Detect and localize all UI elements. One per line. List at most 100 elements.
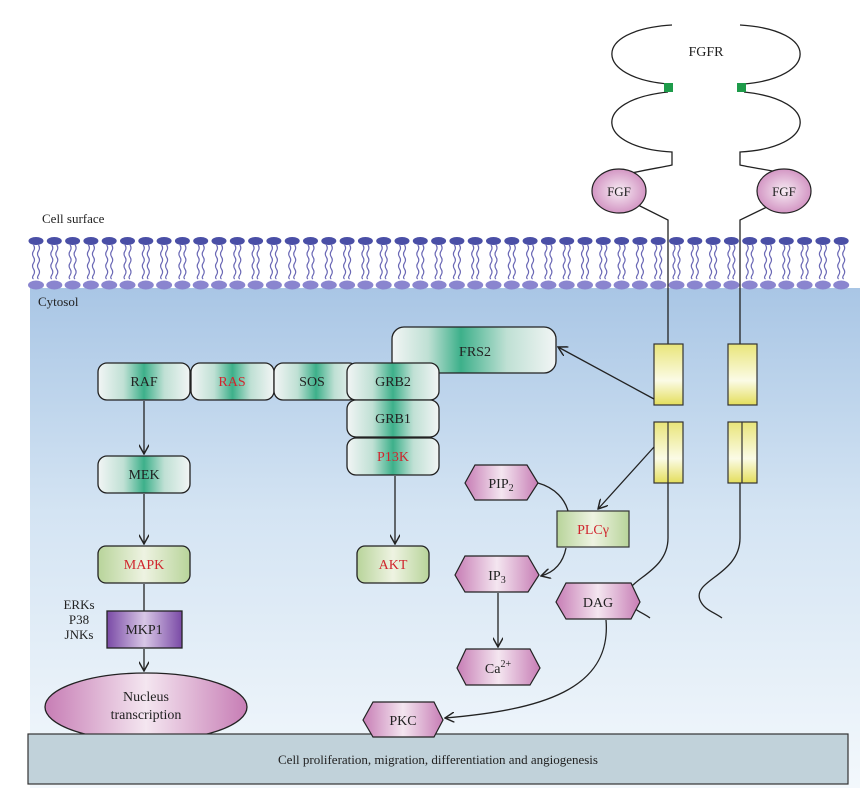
phospholipid: [814, 237, 831, 290]
pi3k-node: [346, 437, 440, 476]
mek-node: [97, 455, 191, 494]
ras-label: RAS: [218, 375, 245, 390]
fgfr-kinase-domains: [653, 343, 758, 484]
phospholipid: [631, 237, 648, 290]
phospholipid: [448, 237, 465, 290]
dag-label: DAG: [583, 596, 613, 611]
phospholipid: [595, 237, 612, 290]
grb1-label: GRB1: [375, 412, 411, 427]
fgfr-label: FGFR: [688, 45, 724, 60]
edge-plcg-ip3: [541, 547, 567, 576]
phospholipid: [302, 237, 319, 290]
phospholipid: [46, 237, 63, 290]
outcome-bar: [27, 733, 849, 785]
phospholipid: [503, 237, 520, 290]
kinase-domain-box: [653, 343, 684, 406]
pkc-label: PKC: [389, 714, 416, 729]
frs2-node: [391, 326, 557, 374]
phospholipid: [650, 237, 667, 290]
phospholipid: [137, 237, 154, 290]
pkc-node: [362, 701, 444, 738]
pip2-label: PIP2: [488, 477, 513, 494]
outcome-label: Cell proliferation, migration, different…: [278, 752, 598, 767]
frs2-label: FRS2: [459, 345, 491, 360]
phospholipid: [705, 237, 722, 290]
pathway-edges: [144, 347, 655, 718]
phospholipid: [375, 237, 392, 290]
phospholipid: [613, 237, 630, 290]
phospholipid: [686, 237, 703, 290]
phospholipid: [119, 237, 136, 290]
phospholipid: [668, 237, 685, 290]
fgf-ligand-right-label: FGF: [772, 184, 796, 199]
fgf-ligand-left: [591, 168, 647, 214]
green-marker-icon: [664, 83, 673, 92]
edge-pip2-plcg: [537, 482, 569, 512]
phospholipid: [247, 237, 264, 290]
phospholipid: [485, 237, 502, 290]
raf-label: RAF: [130, 375, 157, 390]
mapk-family-p38: P38: [69, 612, 89, 627]
phospholipid: [82, 237, 99, 290]
plcg-node: [556, 510, 630, 548]
grb1-node: [346, 399, 440, 438]
mapk-label: MAPK: [124, 558, 164, 573]
nucleus-label-line2: transcription: [111, 708, 182, 723]
cell-membrane: [28, 237, 850, 290]
phospholipid: [760, 237, 776, 290]
edge-fgfr-plcg: [598, 446, 655, 509]
green-marker-icon: [737, 83, 746, 92]
phospholipid: [412, 237, 429, 290]
phospholipid: [522, 237, 539, 290]
ca-node: [456, 648, 541, 686]
mek-label: MEK: [128, 468, 159, 483]
phospholipid: [577, 237, 593, 290]
fgf-ligand-left-label: FGF: [607, 184, 631, 199]
edge-dag-pkc: [445, 619, 607, 718]
mapk-family-erks: ERKs: [63, 597, 94, 612]
mapk-family-jnks: JNKs: [65, 627, 94, 642]
fgfr-receptor: [611, 24, 801, 619]
ip3-node: [454, 555, 540, 593]
raf-node: [97, 362, 191, 401]
phospholipid: [778, 237, 795, 290]
phospholipid: [339, 237, 356, 290]
phospholipid: [723, 237, 740, 290]
cell-surface-label: Cell surface: [42, 211, 105, 226]
phospholipid: [796, 237, 813, 290]
ca-label: Ca2+: [485, 659, 512, 677]
ip3-label: IP3: [488, 569, 505, 586]
phospholipid: [265, 237, 282, 290]
phospholipid: [156, 237, 173, 290]
phospholipid: [430, 237, 447, 290]
phospholipid: [174, 237, 191, 290]
mkp1-label: MKP1: [125, 623, 162, 638]
fgf-ligand-right: [756, 168, 812, 214]
phospholipid: [192, 237, 209, 290]
nucleus-node: [44, 672, 248, 742]
phospholipid: [467, 237, 484, 290]
nucleus-label-line1: Nucleus: [123, 690, 169, 705]
phospholipid: [357, 237, 374, 290]
sos-label: SOS: [299, 375, 325, 390]
mapk-node: [97, 545, 191, 584]
phospholipid: [320, 237, 337, 290]
phospholipid: [284, 237, 301, 290]
phospholipid: [101, 237, 118, 290]
phospholipid: [229, 237, 246, 290]
phospholipid: [64, 237, 81, 290]
phospholipid: [28, 237, 44, 290]
phospholipid: [540, 237, 557, 290]
edge-fgfr-frs2: [558, 347, 655, 400]
phospholipid: [558, 237, 575, 290]
pi3k-label: P13K: [377, 450, 409, 465]
dag-node: [555, 582, 641, 620]
phospholipid: [394, 237, 410, 290]
phospholipid: [211, 237, 227, 290]
plcg-label: PLCγ: [577, 523, 609, 538]
grb2-label: GRB2: [375, 375, 411, 390]
kinase-domain-box: [727, 343, 758, 406]
phospholipid: [741, 237, 758, 290]
akt-node: [356, 545, 430, 584]
